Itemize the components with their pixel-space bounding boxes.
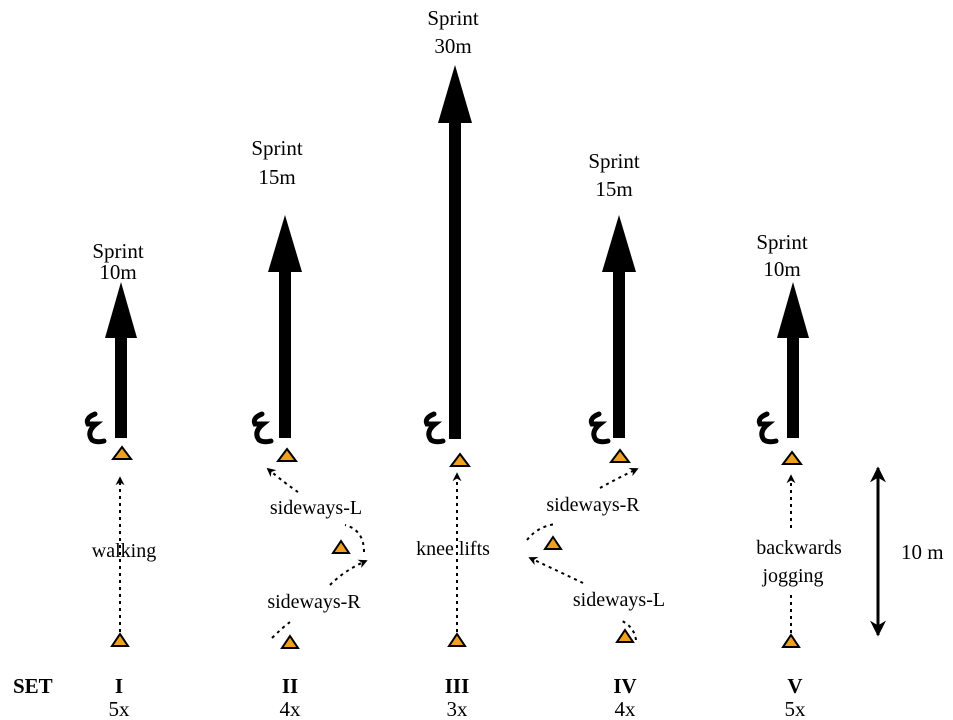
set-reps-5: 5x [785,697,807,720]
runner-icon [423,411,446,445]
sprint-label-2: Sprint [251,136,303,160]
cone-icon [276,447,298,462]
sprint-arrow-shaft-3 [449,119,461,439]
set-4: Sprint 15m sideways-R sideways-L IV 4x [526,149,665,720]
distance-label-3: 30m [434,34,471,58]
drill-label: backwards [756,537,842,559]
sprint-arrow-head-5 [777,282,809,338]
sprint-arrow-head-3 [438,65,472,123]
drill-path-arrow [528,556,584,584]
sprint-arrow-shaft-5 [787,334,799,438]
set-number-3: III [445,674,470,698]
sprint-label-3: Sprint [427,6,479,30]
distance-label-5: 10m [763,257,800,281]
drill-path-arrow [619,619,637,641]
drill-label: sideways-R [546,494,640,516]
drill-path-arrow [271,621,291,639]
cone-icon [609,448,631,463]
sprint-label-5: Sprint [756,230,808,254]
set-row-label: SET [13,674,53,698]
distance-label-2: 15m [258,165,295,189]
cone-icon [280,634,300,649]
set-1: Sprint 10m walking I 5x [84,239,156,720]
set-number-5: V [787,674,802,698]
sprint-arrow-shaft-1 [115,334,127,438]
scale-label: 10 m [901,540,944,564]
sprint-arrow-head-4 [602,215,636,272]
sprint-label-4: Sprint [588,149,640,173]
cone-icon [615,628,635,643]
set-5: Sprint 10m backwards jogging V 5x [740,230,844,720]
cone-icon [449,452,471,467]
drill-path-arrow [329,559,368,586]
cone-icon [447,632,467,647]
sprint-arrow-shaft-2 [279,268,291,438]
drill-label: jogging [761,565,823,587]
sprint-arrow-shaft-4 [613,268,625,438]
distance-label-1: 10m [99,260,136,284]
cone-icon [781,450,803,465]
set-reps-4: 4x [615,697,637,720]
sprint-arrow-head-2 [268,215,302,272]
drill-path-arrow [344,524,365,553]
drill-label: knee lifts [416,538,490,560]
scale-bar: 10 m [870,466,944,637]
set-reps-1: 5x [109,697,131,720]
cone-icon [543,535,563,550]
drill-label-backdrop [740,530,844,594]
cone-icon [331,539,351,554]
set-3: Sprint 30m knee lifts III 3x [416,6,490,720]
distance-label-4: 15m [595,177,632,201]
set-2: Sprint 15m sideways-L sideways-R II 4x [251,136,368,720]
set-number-4: IV [613,674,636,698]
runner-icon [84,411,107,445]
sprint-arrow-head-1 [105,282,137,338]
cone-icon [111,445,133,460]
drill-label: walking [92,540,156,562]
drill-path-arrow [266,467,299,493]
drill-label: sideways-L [573,589,665,611]
cone-icon [781,633,801,648]
set-number-2: II [282,674,298,698]
drill-label: sideways-L [270,497,362,519]
runner-icon [756,411,779,445]
set-number-1: I [115,674,123,698]
set-reps-3: 3x [447,697,469,720]
drill-label: sideways-R [267,591,361,613]
sprint-label-1: Sprint [92,239,144,263]
runner-icon [251,411,274,445]
set-reps-2: 4x [280,697,302,720]
runner-icon [588,411,611,445]
drill-path-arrow [526,523,556,541]
cone-icon [110,632,130,647]
drill-path-arrow [599,468,639,489]
